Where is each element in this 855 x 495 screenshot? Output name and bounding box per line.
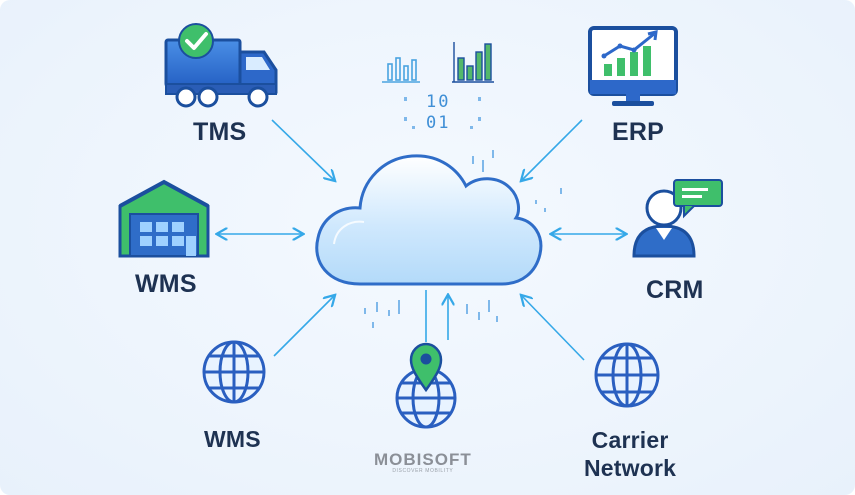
- connector-arrows: [218, 119, 625, 361]
- data-bits-top: 10: [426, 92, 451, 112]
- user-chat-icon: [632, 179, 723, 258]
- data-bits-bottom: 01: [426, 113, 451, 133]
- arrow-carrier: [522, 296, 585, 361]
- location-pin-icon: [409, 342, 443, 393]
- globe-icon: [202, 340, 266, 404]
- arrow-tms: [271, 119, 334, 180]
- carrier-label-line2: Network: [584, 455, 677, 481]
- data-dots: [364, 97, 562, 328]
- cloud-icon: [315, 154, 543, 286]
- logo-tagline: DISCOVER MOBILITY: [392, 468, 454, 474]
- monitor-chart-icon: [588, 26, 678, 106]
- wms-bottom-label: WMS: [204, 426, 261, 452]
- check-badge-icon: [178, 23, 214, 59]
- arrow-erp: [522, 119, 583, 180]
- crm-label: CRM: [646, 276, 704, 304]
- bar-chart-icon-2: [452, 42, 494, 83]
- arrow-wms-bottom: [273, 296, 334, 357]
- bar-chart-icon: [382, 57, 420, 83]
- logo-wordmark: MOBISOFT: [374, 450, 472, 469]
- erp-label: ERP: [612, 118, 665, 146]
- wms-top-label: WMS: [135, 270, 197, 298]
- carrier-globe-icon: [594, 342, 660, 408]
- carrier-network-label: Carrier Network: [584, 426, 676, 482]
- mobisoft-logo: MOBISOFT DISCOVER MOBILITY: [374, 450, 472, 474]
- tms-label: TMS: [193, 118, 247, 146]
- warehouse-icon: [118, 179, 210, 258]
- carrier-label-line1: Carrier: [591, 427, 669, 453]
